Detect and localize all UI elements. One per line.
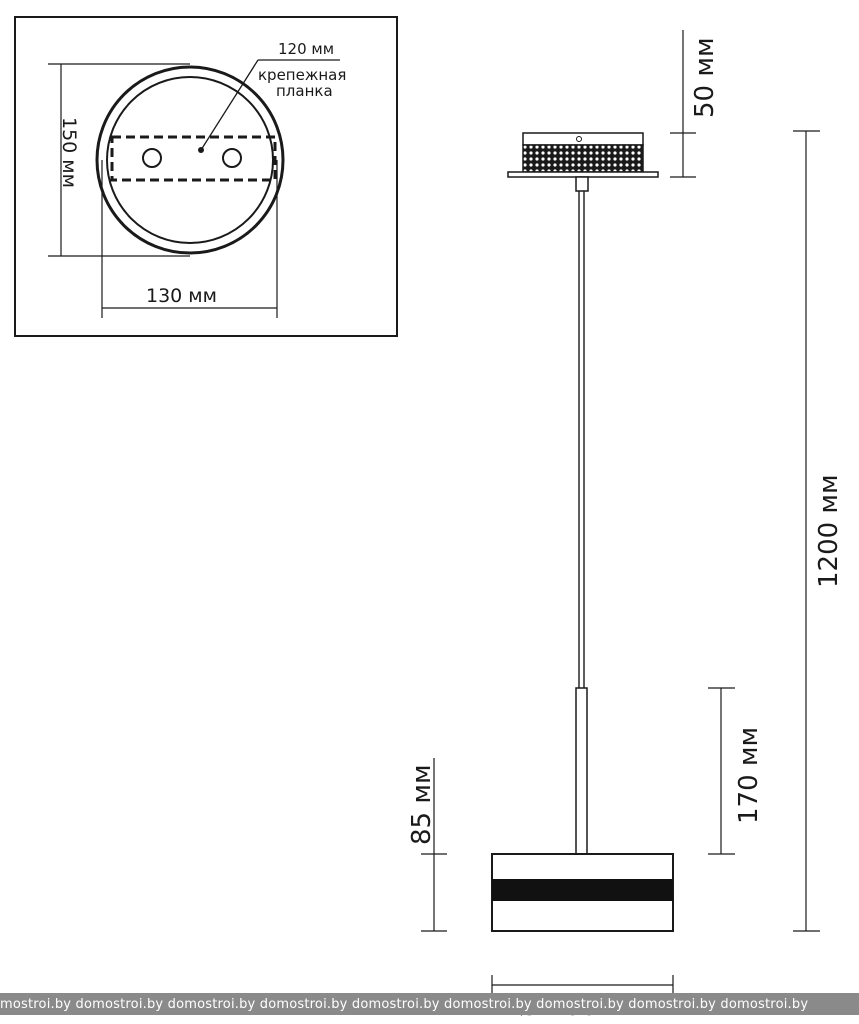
label-50: 50 мм [690,37,720,118]
label-1200: 1200 мм [814,474,844,588]
support-rod [575,687,588,855]
cable-grip [575,176,589,192]
mounting-plate [110,135,277,182]
canopy-top-screw [576,136,582,142]
label-120: 120 мм [278,40,334,58]
label-170: 170 мм [734,727,764,824]
watermark-text: mostroi.by domostroi.by domostroi.by dom… [0,997,809,1012]
canopy-top [522,132,644,146]
lamp-shade-band [492,879,673,901]
watermark-bar: mostroi.by domostroi.by domostroi.by dom… [0,993,859,1015]
leader-line [200,59,259,151]
canopy-outer-circle [95,65,285,255]
screw-hole-right [222,148,242,168]
label-plate-line1: крепежная [258,66,346,84]
canopy-inner-circle [106,76,274,244]
label-85: 85 мм [407,764,437,845]
screw-hole-left [142,148,162,168]
label-plate-line2: планка [276,82,333,100]
inset-frame [14,16,398,337]
label-130: 130 мм [146,285,217,307]
canopy-mesh [522,144,644,173]
label-150: 150 мм [58,117,80,188]
